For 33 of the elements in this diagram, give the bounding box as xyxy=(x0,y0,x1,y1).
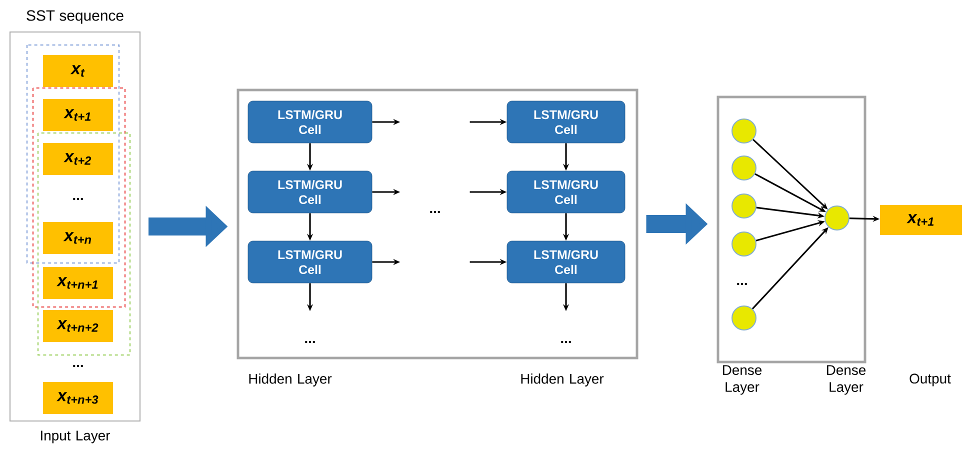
cell-box: LSTM/GRU Cell xyxy=(248,100,372,144)
ellipsis: ... xyxy=(73,364,83,368)
cell-box: LSTM/GRU Cell xyxy=(506,100,626,144)
value-box: x$_{t+2}$ xyxy=(43,143,113,175)
value-box: x$_{t}$ xyxy=(43,55,113,87)
layer-label: Hidden Layer xyxy=(249,374,332,386)
cell-box: LSTM/GRU Cell xyxy=(506,170,626,214)
layer-label: Input Layer xyxy=(41,430,110,444)
layer-label: Hidden Layer xyxy=(521,374,604,386)
value-box: x$_{t+n+3}$ xyxy=(43,382,113,414)
cell-box: LSTM/GRU Cell xyxy=(248,240,372,284)
ellipsis: ... xyxy=(73,198,83,200)
neuron-circle xyxy=(732,306,756,330)
neuron-circle xyxy=(732,232,756,256)
ellipsis: ... xyxy=(430,210,440,214)
neuron-circle xyxy=(732,194,756,218)
ellipsis: ... xyxy=(737,282,747,286)
ellipsis: ... xyxy=(561,340,571,344)
layer-label: Dense Layer xyxy=(722,365,762,395)
value-box: x$_{t+n+2}$ xyxy=(43,310,113,342)
layer-label: Dense Layer xyxy=(826,365,866,395)
cell-box: LSTM/GRU Cell xyxy=(248,170,372,214)
value-box: x$_{t+n+1}$ xyxy=(43,267,113,299)
output-label: Output xyxy=(910,374,951,386)
neuron-circle xyxy=(732,156,756,180)
value-box: x$_{t+n}$ xyxy=(43,222,113,254)
value-box: x$_{t+1}$ xyxy=(880,205,962,235)
cell-box: LSTM/GRU Cell xyxy=(506,240,626,284)
neuron-circle xyxy=(824,206,850,230)
layer-heading: SST sequence xyxy=(26,10,124,24)
ellipsis: ... xyxy=(305,340,315,344)
value-box: x$_{t+1}$ xyxy=(43,99,113,131)
neuron-circle xyxy=(732,118,756,144)
